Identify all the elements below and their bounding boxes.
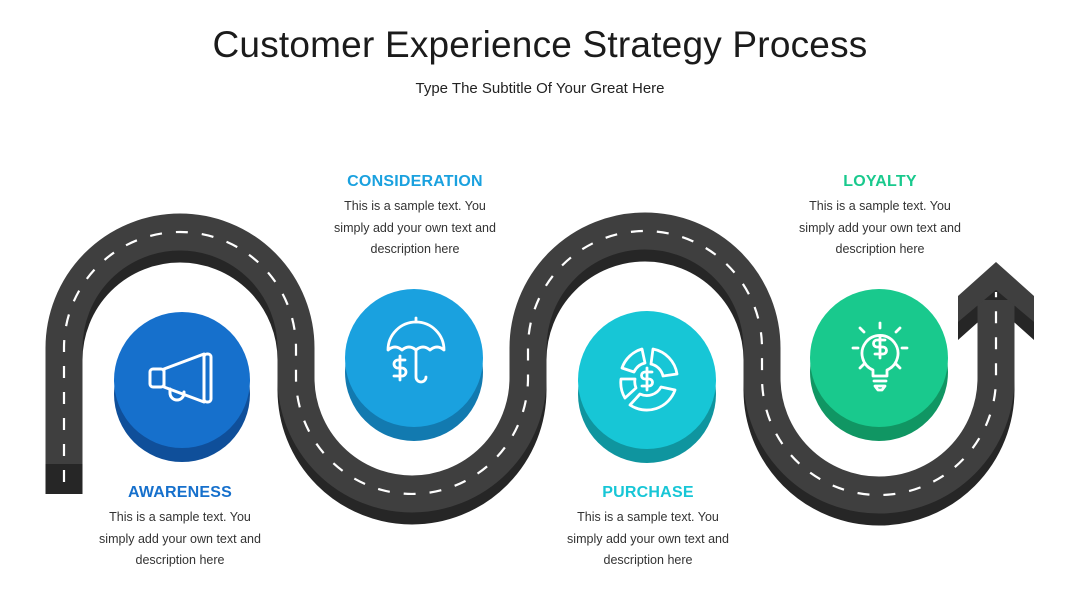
awareness-node bbox=[114, 312, 250, 462]
consideration-node bbox=[345, 289, 483, 441]
step-purchase-description: This is a sample text. You simply add yo… bbox=[567, 510, 729, 567]
step-consideration-description: This is a sample text. You simply add yo… bbox=[334, 199, 496, 256]
step-awareness-title: AWARENESS bbox=[127, 484, 233, 501]
page-subtitle: Type The Subtitle Of Your Great Here bbox=[415, 80, 665, 97]
page-title: Customer Experience Strategy Process bbox=[212, 24, 868, 65]
road-dashes bbox=[62, 229, 998, 497]
step-loyalty-title: LOYALTY bbox=[843, 173, 917, 190]
megaphone-icon bbox=[148, 352, 213, 404]
arrow-head bbox=[958, 262, 1034, 322]
step-consideration-title: CONSIDERATION bbox=[347, 173, 483, 190]
step-loyalty-description: This is a sample text. You simply add yo… bbox=[799, 199, 961, 256]
step-purchase-title: PURCHASE bbox=[602, 484, 694, 501]
step-awareness-description: This is a sample text. You simply add yo… bbox=[99, 510, 261, 567]
umbrella-dollar-icon bbox=[386, 316, 446, 384]
lightbulb-dollar-icon bbox=[851, 321, 909, 392]
dollar-pie-icon bbox=[619, 347, 679, 412]
loyalty-node bbox=[810, 289, 948, 441]
